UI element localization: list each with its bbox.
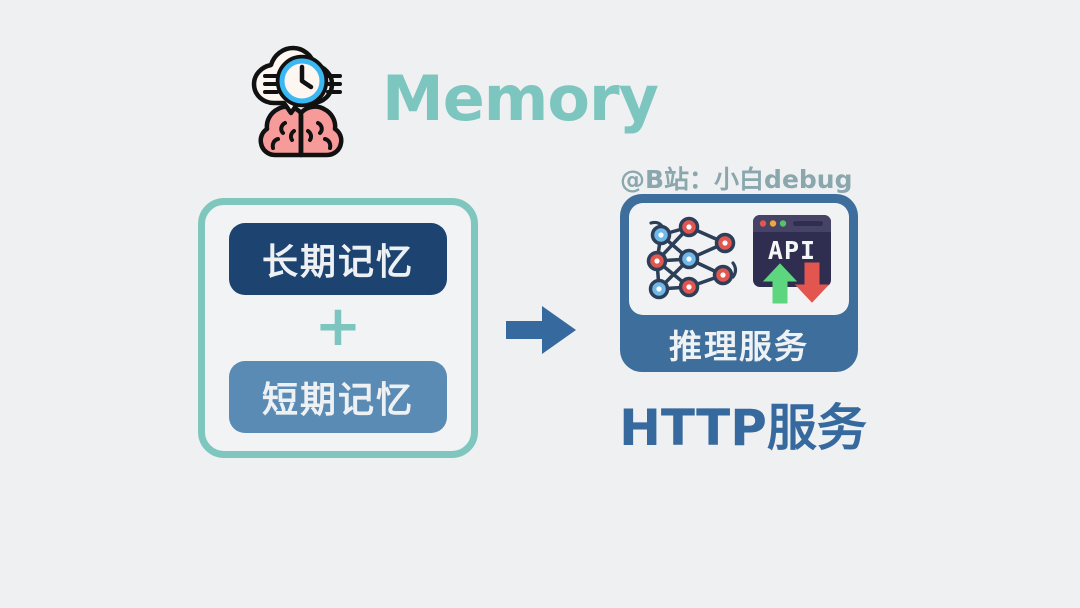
long-term-memory-chip[interactable]: 长期记忆 <box>229 223 447 295</box>
http-service-caption: HTTP服务 <box>619 399 867 457</box>
neural-network-icon <box>643 209 743 309</box>
watermark-text: @B站：小白debug <box>620 165 853 194</box>
api-window-icon: API <box>749 211 835 307</box>
service-screen: API <box>629 203 849 315</box>
svg-text:API: API <box>768 236 816 265</box>
right-arrow-icon <box>506 304 578 356</box>
memory-heading: Memory <box>238 34 659 164</box>
brain-cloud-clock-icon <box>238 35 364 163</box>
inference-service-card[interactable]: API 推理服务 <box>620 194 858 372</box>
plus-sign: + <box>314 294 362 359</box>
inference-service-label: 推理服务 <box>669 326 809 366</box>
short-term-memory-chip[interactable]: 短期记忆 <box>229 361 447 433</box>
memory-title: Memory <box>382 62 659 135</box>
memory-container: 长期记忆 + 短期记忆 <box>198 198 478 458</box>
